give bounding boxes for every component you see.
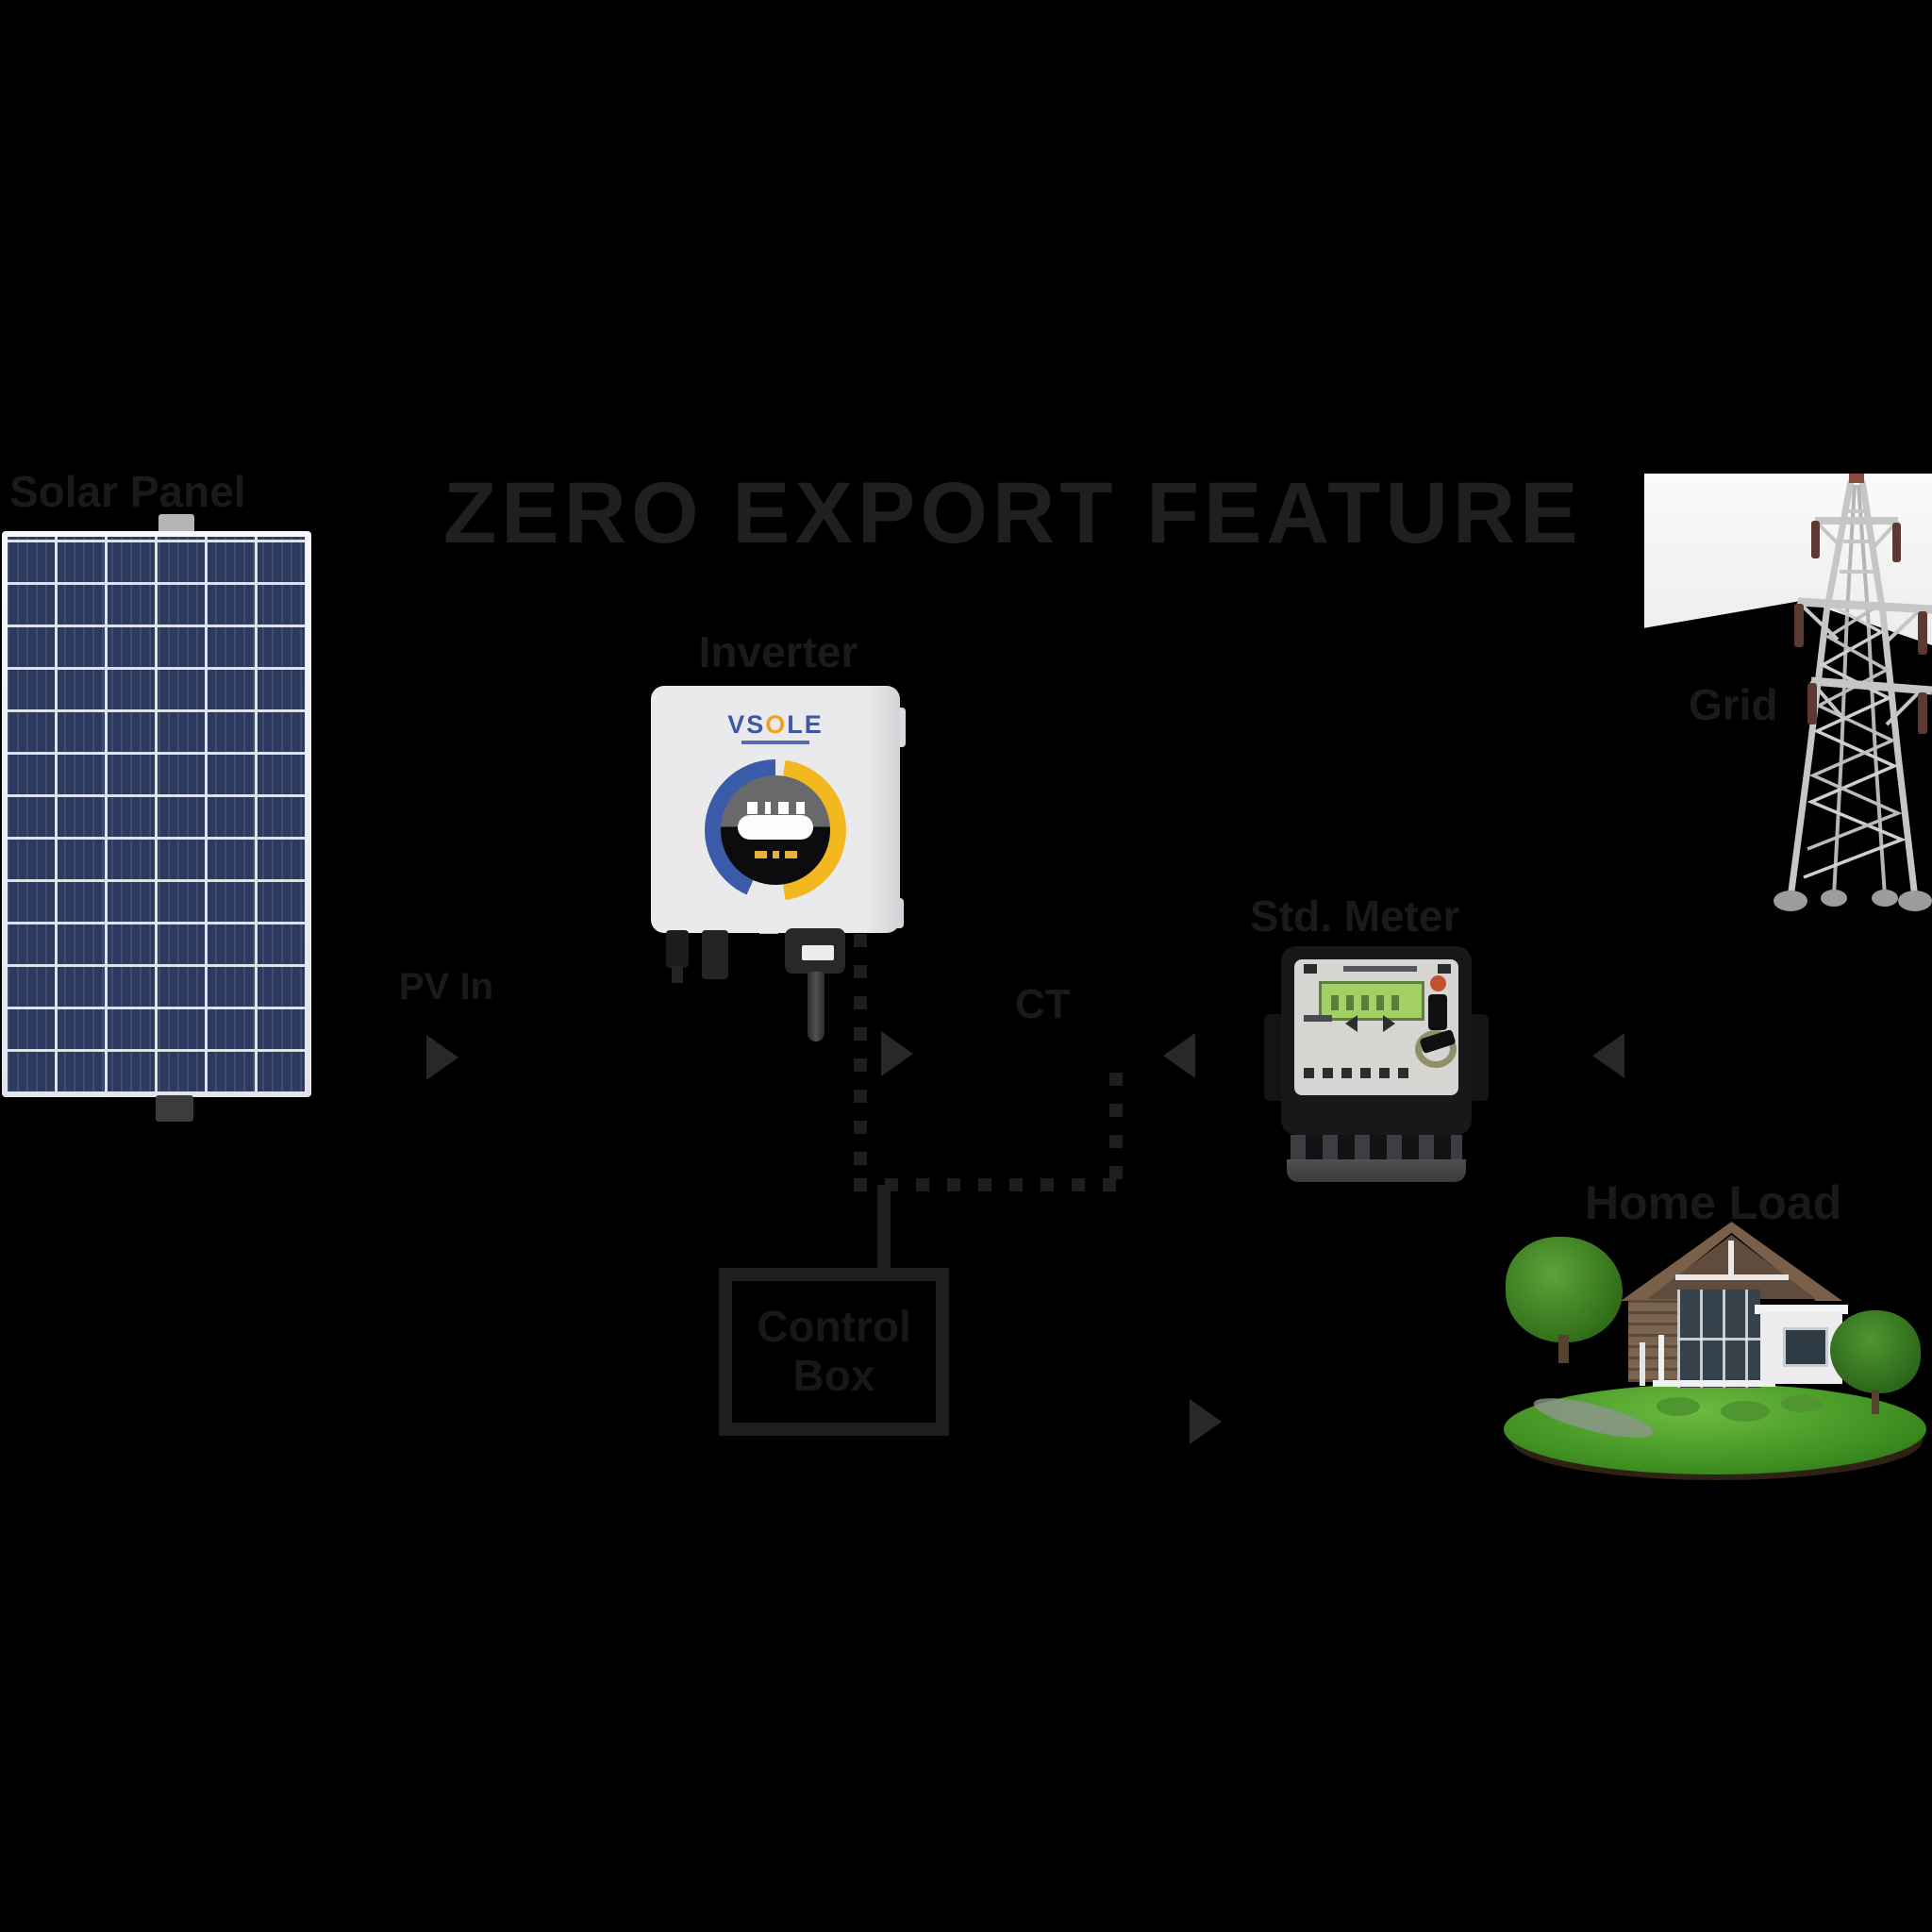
meter-printed-arrow-left-icon <box>1345 1015 1357 1032</box>
brand-prefix: VS <box>727 710 766 739</box>
flow-arrow-home-icon <box>1190 1399 1222 1444</box>
pv-in-label: PV In <box>398 966 494 1008</box>
meter-bottom-marks <box>1304 1068 1445 1078</box>
grid-label: Grid <box>1689 680 1778 729</box>
tree-right-trunk <box>1872 1390 1879 1414</box>
inverter-illustration: VSOLE <box>651 686 900 933</box>
flow-arrow-pv-in-icon <box>426 1035 458 1080</box>
inverter-dc-connector-1 <box>666 930 689 968</box>
home-load-label: Home Load <box>1585 1176 1842 1229</box>
house-annex-window <box>1783 1327 1828 1367</box>
transmission-tower-illustration <box>1774 474 1932 911</box>
meter-red-button <box>1430 975 1446 991</box>
island-grass <box>1504 1384 1926 1474</box>
shrub-2 <box>1721 1401 1770 1422</box>
brand-suffix: LE <box>787 710 824 739</box>
solar-panel-label: Solar Panel <box>9 467 246 516</box>
house-building <box>1621 1222 1848 1401</box>
inverter-status-marks <box>721 851 830 858</box>
flow-arrow-inverter-out-icon <box>881 1031 913 1076</box>
brand-accent: O <box>765 710 788 739</box>
inverter-output-cable <box>808 972 824 1041</box>
ct-label: CT <box>1015 981 1071 1027</box>
control-box-link-line <box>877 1185 891 1268</box>
ct-signal-line-vertical-meter <box>1109 1073 1123 1184</box>
solar-panel-illustration <box>2 531 311 1097</box>
inverter-gauge-display <box>721 775 830 885</box>
tree-left-trunk <box>1558 1335 1569 1363</box>
meter-lcd <box>1319 981 1424 1021</box>
inverter-brand-logo: VSOLE <box>651 710 900 740</box>
flow-arrow-grid-icon <box>1592 1033 1624 1078</box>
meter-ear-right <box>1468 1014 1489 1101</box>
shrub-1 <box>1657 1397 1700 1416</box>
inverter-gauge-ring <box>705 759 846 901</box>
inverter-label: Inverter <box>698 627 858 676</box>
solar-panel-cells <box>8 537 306 1091</box>
house-glass-facade <box>1677 1290 1760 1388</box>
meter-terminal-cover <box>1287 1159 1466 1182</box>
inverter-dc-connector-1-stub <box>672 966 683 983</box>
meter-label: Std. Meter <box>1250 891 1460 941</box>
meter-black-button <box>1428 994 1447 1030</box>
flow-arrow-ct-icon <box>1163 1033 1195 1078</box>
house-porch-column-1 <box>1658 1335 1664 1384</box>
control-box-label: Control Box <box>757 1302 911 1400</box>
house-truss-vertical <box>1728 1241 1734 1280</box>
inverter-ac-connector-label <box>802 945 834 960</box>
meter-screw-right <box>1438 964 1451 974</box>
inverter-display-button <box>738 815 813 840</box>
page-title: ZERO EXPORT FEATURE <box>443 465 1583 561</box>
inverter-dc-connector-2 <box>702 930 728 979</box>
house-annex-roof <box>1755 1305 1848 1314</box>
meter-ear-left <box>1264 1014 1285 1101</box>
control-box-node: Control Box <box>719 1268 949 1436</box>
tree-left <box>1506 1237 1623 1342</box>
meter-model-text <box>1343 966 1417 972</box>
ct-signal-line-vertical-inverter <box>854 934 867 1184</box>
ct-signal-line-horizontal <box>854 1178 1123 1191</box>
tree-right <box>1830 1310 1921 1393</box>
house-porch-column-2 <box>1640 1342 1645 1386</box>
meter-terminal-block <box>1291 1135 1462 1159</box>
house-porch <box>1653 1380 1775 1387</box>
meter-printed-arrow-right-icon <box>1383 1015 1395 1032</box>
inverter-brand-tagline <box>741 741 809 744</box>
solar-panel-mount-bottom <box>156 1095 193 1122</box>
house-illustration <box>1498 1220 1932 1489</box>
shrub-3 <box>1781 1395 1823 1412</box>
meter-screw-left <box>1304 964 1317 974</box>
solar-panel-mount-top <box>158 514 194 533</box>
house-left-wing <box>1628 1299 1677 1382</box>
meter-small-text <box>1304 1015 1332 1022</box>
inverter-led-digits <box>721 802 830 814</box>
